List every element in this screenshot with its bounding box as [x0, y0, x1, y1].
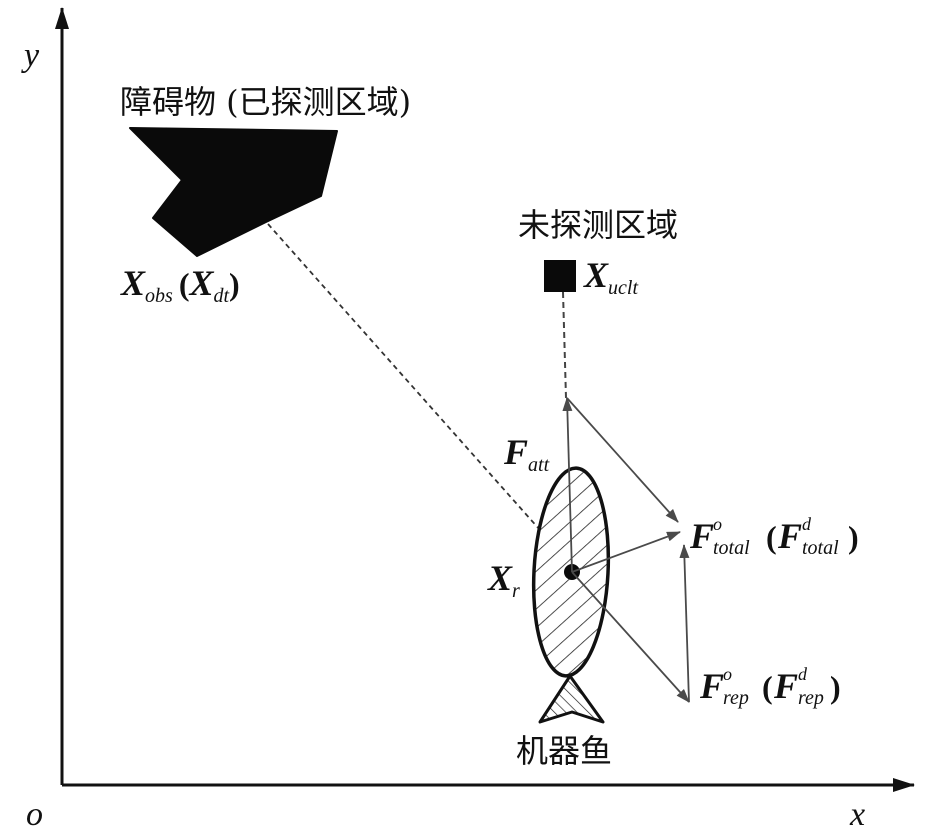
attractive-force-arrow — [562, 397, 573, 573]
total-force-arrow — [571, 531, 681, 573]
obstacle-shape — [129, 127, 338, 257]
svg-text:Xr: Xr — [487, 558, 520, 602]
target-dashed-line — [562, 291, 567, 399]
origin-label: o — [26, 796, 43, 833]
svg-text:(: ( — [762, 669, 773, 705]
svg-text:total: total — [802, 537, 839, 559]
svg-text:): ) — [830, 669, 841, 705]
svg-text:Xobs(Xdt): Xobs(Xdt) — [120, 263, 240, 307]
svg-text:F: F — [777, 516, 802, 556]
f-total-label: F o total ( F d total ) — [689, 514, 859, 559]
svg-text:F: F — [773, 666, 798, 706]
target-square — [544, 260, 576, 292]
x-axis-label: x — [849, 796, 865, 833]
svg-text:d: d — [798, 664, 808, 684]
svg-text:o: o — [723, 664, 732, 684]
parallelogram-right-edge — [679, 544, 690, 703]
repulsive-force-arrow — [571, 571, 690, 703]
svg-text:Fatt: Fatt — [503, 432, 550, 476]
svg-text:): ) — [848, 519, 859, 555]
svg-text:(: ( — [766, 519, 777, 555]
obstacle-to-robot-dashed-line — [267, 223, 541, 531]
f-rep-label: F o rep ( F d rep ) — [699, 664, 841, 709]
robot-fish-tail — [538, 674, 605, 724]
parallelogram-top-edge — [566, 397, 679, 523]
svg-text:total: total — [713, 537, 750, 559]
svg-text:o: o — [713, 514, 722, 534]
svg-text:d: d — [802, 514, 812, 534]
x-obs-label: Xobs(Xdt) — [120, 263, 240, 307]
x-r-label: Xr — [487, 558, 520, 602]
svg-text:F: F — [699, 666, 724, 706]
svg-text:rep: rep — [798, 687, 824, 709]
svg-text:F: F — [689, 516, 714, 556]
x-uclt-label: Xuclt — [583, 255, 638, 299]
y-axis-label: y — [21, 37, 40, 74]
obstacle-title: 障碍物 (已探测区域) — [120, 83, 411, 121]
unexplored-title: 未探测区域 — [518, 206, 678, 244]
svg-text:Xuclt: Xuclt — [583, 255, 638, 299]
f-att-label: Fatt — [503, 432, 550, 476]
robot-fish-label: 机器鱼 — [516, 732, 612, 770]
svg-text:rep: rep — [723, 687, 749, 709]
